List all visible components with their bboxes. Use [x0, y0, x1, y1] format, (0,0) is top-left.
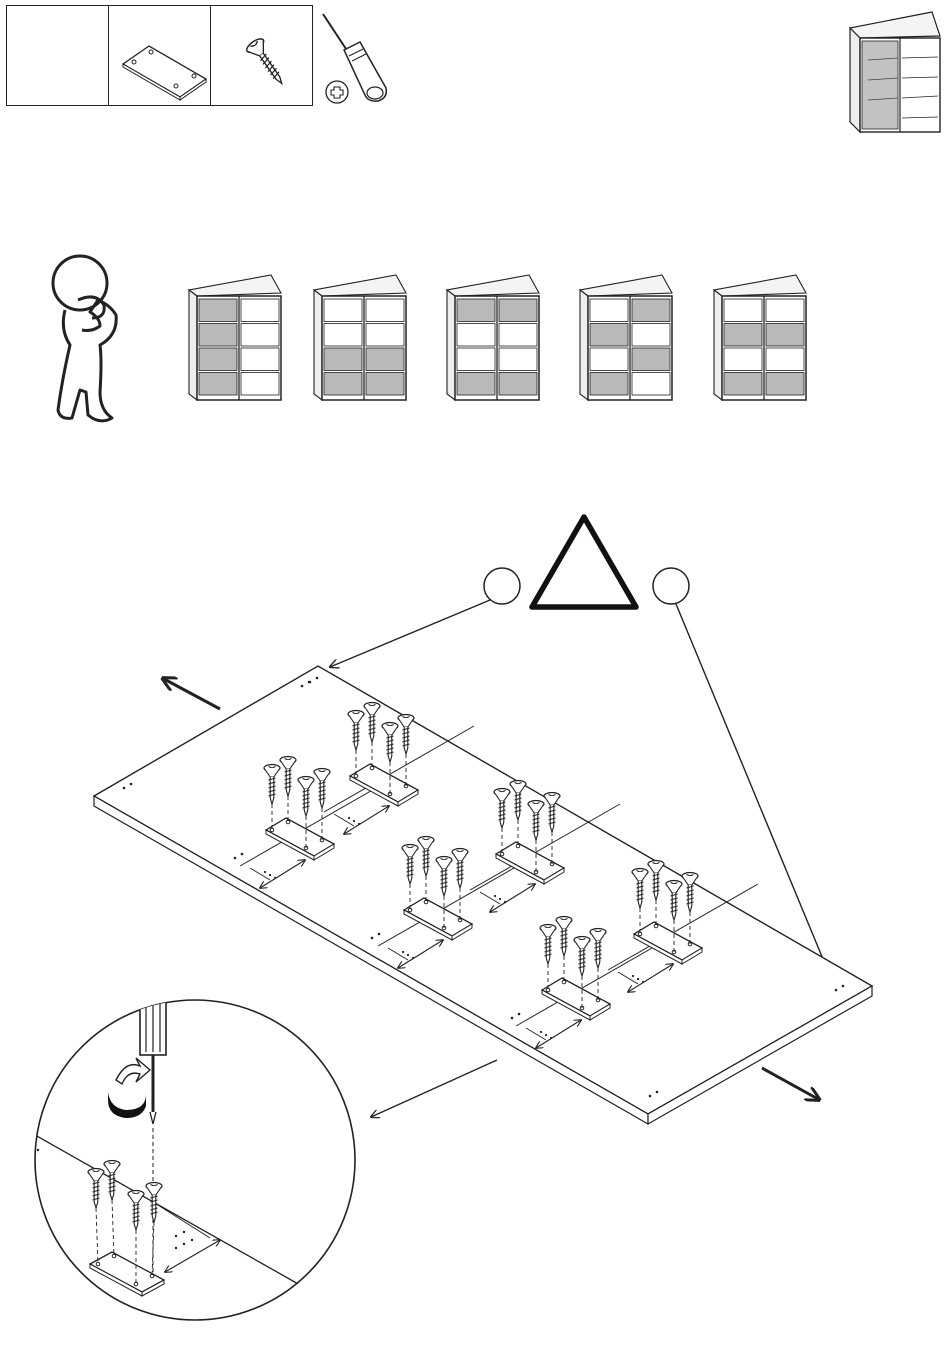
thinking-person-icon [53, 256, 116, 421]
pre-drilled-hole [835, 989, 838, 992]
door-panel [590, 324, 628, 347]
pre-drilled-hole [518, 1013, 521, 1016]
door-panel [724, 348, 762, 371]
door-panel [366, 348, 404, 371]
wardrobe-variant-1 [189, 275, 281, 400]
door-panel [457, 348, 495, 371]
door-panel [457, 299, 495, 322]
door-panel [590, 299, 628, 322]
door-panel [499, 299, 537, 322]
door-panel [590, 373, 628, 396]
door-panel [199, 373, 237, 396]
pre-drilled-hole [649, 1095, 652, 1098]
door-panel [724, 324, 762, 347]
pre-drilled-hole [316, 677, 319, 680]
wardrobe-variant-2 [314, 275, 406, 400]
pre-drilled-hole [656, 1091, 659, 1094]
door-panel [366, 299, 404, 322]
callout-pointer-left [330, 600, 490, 667]
pre-drilled-hole [301, 685, 304, 688]
finished-wardrobe-icon [850, 12, 940, 132]
pre-drilled-hole [130, 783, 133, 786]
door-panel [366, 373, 404, 396]
screwdriver-icon [323, 14, 386, 103]
door-panel [199, 324, 237, 347]
door-panel [724, 299, 762, 322]
door-panel [499, 373, 537, 396]
warning-triangle-icon [532, 517, 636, 607]
door-panel [457, 373, 495, 396]
door-panel [724, 373, 762, 396]
door-panel [499, 348, 537, 371]
door-panel [766, 324, 804, 347]
door-panel [199, 299, 237, 322]
door-panel [366, 324, 404, 347]
door-panel [766, 299, 804, 322]
door-panel [632, 299, 670, 322]
door-panel [766, 373, 804, 396]
pre-drilled-hole [511, 1017, 514, 1020]
door-panel [499, 324, 537, 347]
pre-drilled-hole [241, 853, 244, 856]
door-panel [324, 299, 362, 322]
door-panel [766, 348, 804, 371]
door-panel [241, 324, 279, 347]
door-panel [241, 373, 279, 396]
wardrobe-variant-5 [714, 275, 806, 400]
wardrobe-variant-4 [580, 275, 672, 400]
arrow-lower-right [762, 1068, 818, 1099]
pre-drilled-hole [378, 933, 381, 936]
door-panel [241, 348, 279, 371]
arrow-upper-left [164, 679, 220, 709]
callout-circle-right [653, 568, 689, 604]
door-panel [324, 348, 362, 371]
door-panel [324, 324, 362, 347]
pre-drilled-hole [123, 787, 126, 790]
door-panel [241, 299, 279, 322]
detail-pointer [371, 1060, 497, 1117]
pre-drilled-hole [842, 985, 845, 988]
magnified-detail-circle [35, 995, 355, 1360]
callout-circle-left [484, 568, 520, 604]
door-panel [632, 373, 670, 396]
pre-drilled-hole [371, 937, 374, 940]
pre-drilled-hole [309, 681, 312, 684]
door-panel [632, 348, 670, 371]
door-panel [324, 373, 362, 396]
wardrobe-variants [189, 275, 806, 400]
door-panel [457, 324, 495, 347]
wardrobe-variant-3 [447, 275, 539, 400]
door-panel [590, 348, 628, 371]
pre-drilled-hole [234, 857, 237, 860]
door-panel [632, 324, 670, 347]
door-panel [199, 348, 237, 371]
